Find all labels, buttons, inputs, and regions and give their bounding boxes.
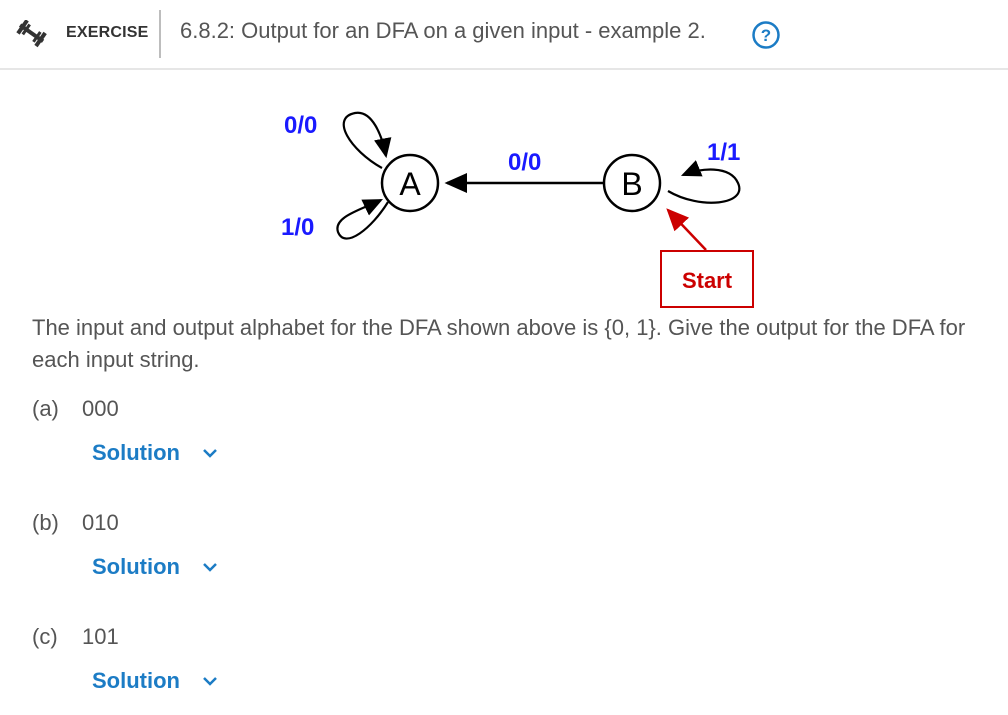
state-b-loop <box>667 160 741 204</box>
part-c-solution-toggle[interactable]: Solution <box>92 668 218 694</box>
part-b-solution-toggle[interactable]: Solution <box>92 554 218 580</box>
part-a-tag: (a) <box>32 396 59 421</box>
label-a-loop-bottom: 1/0 <box>281 214 314 241</box>
label-b-loop: 1/1 <box>707 139 740 166</box>
svg-text:B: B <box>621 166 642 202</box>
chevron-down-icon <box>203 677 217 686</box>
part-a-input: 000 <box>82 396 119 421</box>
state-a-loop-bottom <box>336 199 389 240</box>
part-a: (a) 000 <box>32 396 119 422</box>
part-a-solution-toggle[interactable]: Solution <box>92 440 218 466</box>
part-b-solution-label: Solution <box>92 554 180 579</box>
help-icon[interactable]: ? <box>751 20 781 50</box>
dfa-diagram: A B 0/0 1/0 0/0 1/1 Start <box>281 111 754 308</box>
part-b-tag: (b) <box>32 510 59 535</box>
chevron-down-icon <box>203 563 217 572</box>
state-a: A <box>380 153 440 213</box>
exercise-prompt: The input and output alphabet for the DF… <box>32 315 966 372</box>
part-b: (b) 010 <box>32 510 119 536</box>
header-divider <box>159 10 161 58</box>
svg-text:Start: Start <box>682 268 733 293</box>
svg-text:A: A <box>399 166 421 202</box>
state-a-loop-top <box>342 111 392 169</box>
part-a-solution-label: Solution <box>92 440 180 465</box>
part-c-tag: (c) <box>32 624 58 649</box>
exercise-header: EXERCISE 6.8.2: Output for an DFA on a g… <box>0 0 1008 70</box>
part-b-input: 010 <box>82 510 119 535</box>
label-a-loop-top: 0/0 <box>284 112 317 139</box>
svg-text:?: ? <box>761 26 771 45</box>
dumbbell-icon <box>16 20 47 48</box>
part-c: (c) 101 <box>32 624 119 650</box>
state-b: B <box>602 153 662 213</box>
exercise-kind-label: EXERCISE <box>66 24 149 41</box>
part-c-input: 101 <box>82 624 119 649</box>
chevron-down-icon <box>203 449 217 458</box>
start-arrow <box>666 208 707 251</box>
part-c-solution-label: Solution <box>92 668 180 693</box>
exercise-title: 6.8.2: Output for an DFA on a given inpu… <box>180 18 706 43</box>
label-b-to-a: 0/0 <box>508 149 541 176</box>
start-box: Start <box>660 250 754 308</box>
